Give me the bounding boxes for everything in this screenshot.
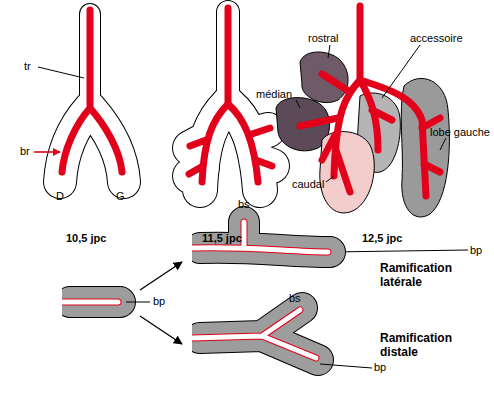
- bronchus-arrow: [34, 151, 60, 153]
- arrow-lateral: [140, 262, 182, 290]
- lobe-label: caudal: [292, 178, 324, 191]
- part-label: bs: [238, 198, 250, 211]
- stage-label: 11,5 jpc: [202, 232, 242, 245]
- part-label: bp: [374, 361, 386, 374]
- leader-line: [126, 302, 150, 303]
- stage-label: 10,5 jpc: [66, 232, 106, 245]
- lobe-label: rostral: [308, 32, 339, 45]
- leader-lines: [38, 45, 468, 252]
- part-label: bp: [153, 295, 165, 308]
- lobe-label: accessoire: [410, 32, 463, 45]
- part-label: br: [20, 145, 30, 158]
- stage-label: 12,5 jpc: [362, 232, 402, 245]
- lobe-label: lobe gauche: [430, 126, 490, 139]
- lobe-label: médian: [256, 88, 292, 101]
- arrow-distal: [140, 316, 182, 344]
- part-label: tr: [24, 60, 31, 73]
- part-label: bs: [289, 292, 301, 305]
- part-label: bp: [470, 244, 482, 257]
- side-label: G: [116, 190, 125, 203]
- branching-schemes: [0, 222, 330, 360]
- side-label: D: [56, 190, 64, 203]
- scheme-title: Ramification distale: [380, 332, 464, 360]
- scheme-title: Ramification latérale: [380, 262, 464, 290]
- leader-line: [320, 364, 372, 368]
- stage-1: [60, 10, 124, 182]
